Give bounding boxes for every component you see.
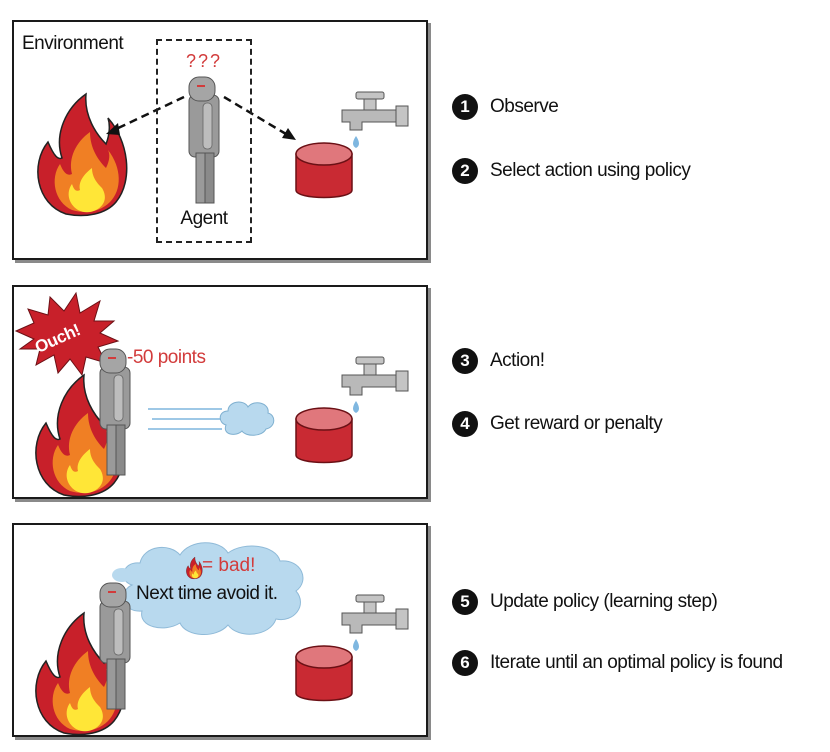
steam-cloud-icon bbox=[219, 401, 275, 436]
step-4: 4 Get reward or penalty bbox=[452, 411, 663, 437]
panel-observe: Environment ??? Agent bbox=[12, 20, 428, 260]
step-text: Select action using policy bbox=[490, 160, 691, 181]
step-number-badge: 3 bbox=[452, 348, 478, 374]
thought-bubble-dot bbox=[112, 568, 132, 582]
step-6: 6 Iterate until an optimal policy is fou… bbox=[452, 650, 783, 676]
step-text: Update policy (learning step) bbox=[490, 591, 718, 612]
step-1: 1 Observe bbox=[452, 94, 559, 120]
water-bucket-icon bbox=[295, 142, 353, 199]
panel-update: = bad! Next time avoid it. bbox=[12, 523, 428, 737]
points-label: -50 points bbox=[127, 347, 206, 368]
water-bucket-icon bbox=[295, 645, 353, 702]
step-text: Action! bbox=[490, 350, 545, 371]
step-number-badge: 4 bbox=[452, 411, 478, 437]
steps-list: 1 Observe 2 Select action using policy 3… bbox=[452, 0, 828, 752]
thought-line-1: = bad! bbox=[202, 555, 256, 576]
water-tap-icon bbox=[341, 594, 409, 652]
environment-label: Environment bbox=[22, 33, 124, 54]
step-number-badge: 5 bbox=[452, 589, 478, 615]
step-text: Get reward or penalty bbox=[490, 413, 663, 434]
question-marks: ??? bbox=[185, 51, 223, 71]
step-number-badge: 1 bbox=[452, 94, 478, 120]
step-number-badge: 6 bbox=[452, 650, 478, 676]
thought-line-2: Next time avoid it. bbox=[136, 583, 278, 604]
fire-icon bbox=[37, 93, 128, 217]
ouch-burst-icon bbox=[14, 291, 120, 377]
panel-update-illustration bbox=[35, 542, 409, 735]
panel-action: Ouch! -50 points bbox=[12, 285, 428, 499]
thought-cloud bbox=[123, 542, 304, 635]
step-number-badge: 2 bbox=[452, 158, 478, 184]
panel-action-illustration bbox=[14, 291, 409, 497]
step-3: 3 Action! bbox=[452, 348, 545, 374]
step-text: Iterate until an optimal policy is found bbox=[490, 652, 783, 673]
agent-label: Agent bbox=[180, 208, 228, 229]
agent-dashed-box bbox=[156, 39, 252, 243]
step-text: Observe bbox=[490, 96, 559, 117]
step-5: 5 Update policy (learning step) bbox=[452, 589, 718, 615]
panel-observe-illustration bbox=[37, 76, 409, 217]
step-2: 2 Select action using policy bbox=[452, 158, 691, 184]
water-tap-icon bbox=[341, 91, 409, 149]
water-bucket-icon bbox=[295, 407, 353, 464]
water-tap-icon bbox=[341, 356, 409, 414]
